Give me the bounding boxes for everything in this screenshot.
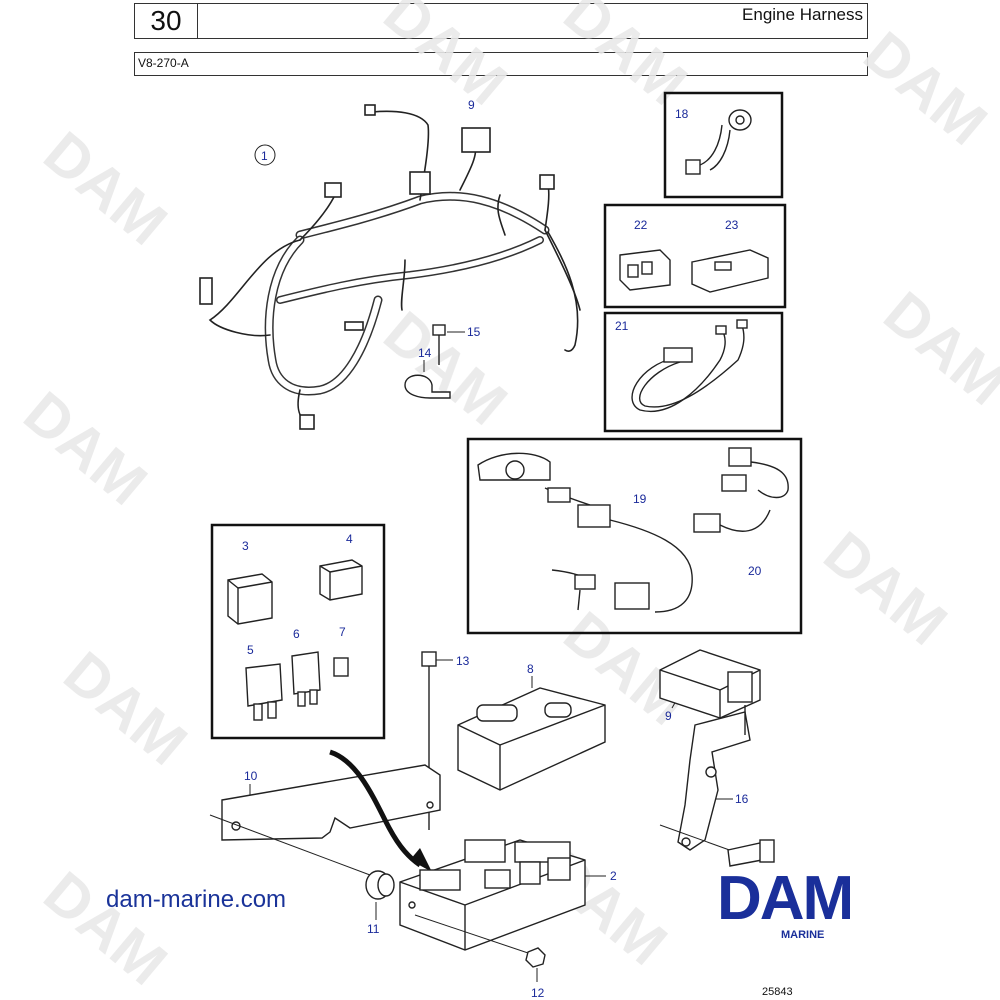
callout-2: 2 bbox=[610, 869, 617, 883]
callout-22: 22 bbox=[634, 218, 648, 232]
callout-15: 15 bbox=[467, 325, 481, 339]
callout-9-harness: 9 bbox=[468, 98, 475, 112]
reference-number: 25843 bbox=[762, 986, 793, 998]
callout-14: 14 bbox=[418, 346, 432, 360]
watermark-text: DAM bbox=[372, 299, 520, 438]
callout-23: 23 bbox=[725, 218, 739, 232]
grommet-11 bbox=[365, 870, 395, 900]
watermark-text: DAM bbox=[12, 379, 160, 518]
callout-21: 21 bbox=[615, 319, 629, 333]
box-items-22-23 bbox=[603, 203, 787, 309]
box-items-19-20 bbox=[466, 437, 803, 635]
callout-10: 10 bbox=[244, 769, 258, 783]
brand-subtitle: MARINE bbox=[781, 929, 825, 941]
watermark-text: DAM bbox=[852, 19, 1000, 158]
callout-18: 18 bbox=[675, 107, 689, 121]
box-items-3-7 bbox=[210, 523, 386, 740]
callout-13: 13 bbox=[456, 654, 470, 668]
callout-4: 4 bbox=[346, 532, 353, 546]
cable-21 bbox=[631, 319, 748, 413]
item-1-circle bbox=[254, 144, 276, 166]
callout-11: 11 bbox=[367, 922, 380, 936]
fuse-box-cover bbox=[457, 687, 606, 791]
watermark-text: DAM bbox=[552, 0, 700, 118]
clamp-and-bolt bbox=[404, 324, 451, 399]
header-code-bar: V8-270-A bbox=[134, 52, 868, 76]
watermark-text: DAM bbox=[32, 859, 180, 998]
engine-harness bbox=[199, 104, 581, 430]
bracket-16 bbox=[677, 705, 751, 851]
callout-1: 1 bbox=[261, 149, 268, 163]
section-number: 30 bbox=[135, 4, 198, 38]
box-item-21 bbox=[603, 311, 784, 433]
callout-16: 16 bbox=[735, 792, 749, 806]
fuse-relay-box-2 bbox=[399, 839, 586, 951]
watermark-text: DAM bbox=[812, 519, 960, 658]
page-title: Engine Harness bbox=[742, 5, 863, 24]
connector-9 bbox=[659, 649, 761, 719]
callout-7: 7 bbox=[339, 625, 346, 639]
website-link[interactable]: dam-marine.com bbox=[106, 886, 287, 913]
brand-logo: DAM MARINE bbox=[717, 864, 899, 943]
watermark-text: DAM bbox=[32, 119, 180, 258]
callout-9-connector: 9 bbox=[665, 709, 672, 723]
sensor-18 bbox=[685, 109, 752, 175]
watermark-text: DAM bbox=[872, 279, 1000, 418]
callout-8: 8 bbox=[527, 662, 534, 676]
relays-and-fuses bbox=[227, 559, 363, 721]
box-item-18 bbox=[663, 91, 784, 199]
callout-12: 12 bbox=[531, 986, 545, 1000]
callout-3: 3 bbox=[242, 539, 249, 553]
connectors-22-23 bbox=[619, 249, 769, 293]
callout-20: 20 bbox=[748, 564, 762, 578]
callout-5: 5 bbox=[247, 643, 254, 657]
callout-19: 19 bbox=[633, 492, 647, 506]
watermark-text: DAM bbox=[52, 639, 200, 778]
brand-name: DAM bbox=[717, 864, 854, 933]
header-title-bar: 30 Engine Harness bbox=[134, 3, 868, 39]
diagram-code: V8-270-A bbox=[138, 56, 189, 70]
callout-6: 6 bbox=[293, 627, 300, 641]
nut-12 bbox=[525, 947, 546, 968]
watermark-text: DAM bbox=[372, 0, 520, 118]
harness-19-20 bbox=[477, 447, 789, 613]
bolt-16 bbox=[727, 839, 775, 867]
